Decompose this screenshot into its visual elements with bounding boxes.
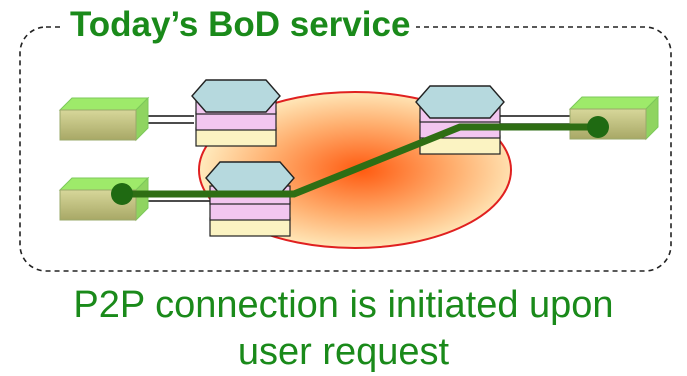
router-stack-icon xyxy=(415,85,505,155)
path-endpoint-right xyxy=(587,116,609,138)
endpoint-box-icon xyxy=(58,96,150,142)
router-stack-icon xyxy=(191,79,281,147)
path-endpoint-left xyxy=(111,183,133,205)
caption-line-1: P2P connection is initiated upon xyxy=(73,284,614,326)
diagram-title: Today’s BoD service xyxy=(64,2,417,48)
endpoint-box-icon xyxy=(568,95,660,141)
caption-line-2: user request xyxy=(237,331,450,373)
p2p-connection-path xyxy=(118,123,602,198)
router-stack-icon xyxy=(205,161,295,237)
endpoint-box-icon xyxy=(58,176,150,222)
diagram-caption: P2P connection is initiated upon user re… xyxy=(0,282,687,376)
